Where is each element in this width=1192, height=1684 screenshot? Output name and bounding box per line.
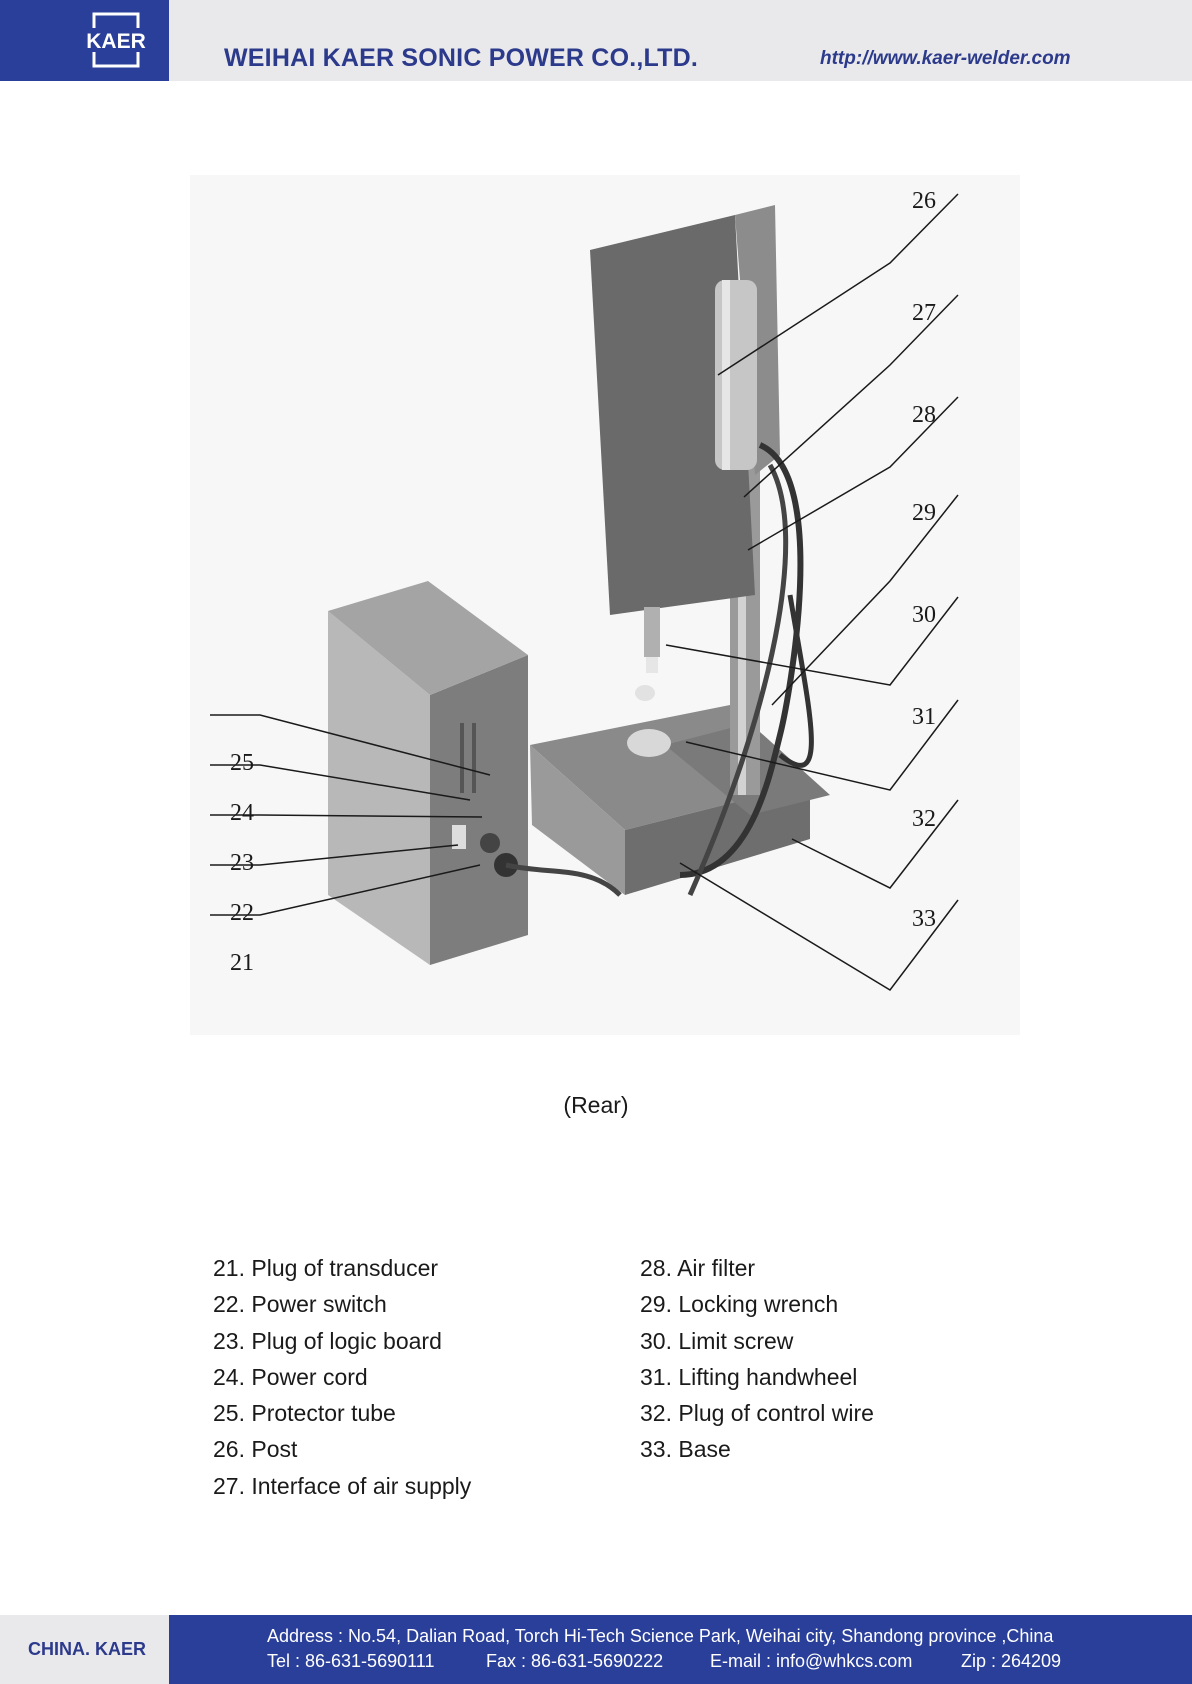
list-item: 31. Lifting handwheel <box>640 1363 858 1390</box>
footer-address: Address : No.54, Dalian Road, Torch Hi-T… <box>267 1626 1054 1646</box>
callout-25: 25 <box>230 750 254 776</box>
website-url: http://www.kaer-welder.com <box>820 48 1071 69</box>
svg-text:KAER: KAER <box>86 30 146 53</box>
list-item: 25. Protector tube <box>213 1400 396 1427</box>
list-item: 27. Interface of air supply <box>213 1472 472 1499</box>
list-item: 32. Plug of control wire <box>640 1400 874 1427</box>
callout-24: 24 <box>230 800 254 826</box>
callout-23: 23 <box>230 850 254 876</box>
page-header: KAER WEIHAI KAER SONIC POWER CO.,LTD. ht… <box>0 0 1192 81</box>
callout-22: 22 <box>230 900 254 926</box>
figure-caption: (Rear) <box>563 1092 629 1118</box>
footer-brand: CHINA. KAER <box>28 1639 147 1659</box>
callout-29: 29 <box>912 500 936 526</box>
callout-28: 28 <box>912 402 936 428</box>
list-item: 26. Post <box>213 1436 298 1463</box>
company-logo: KAER <box>0 0 169 81</box>
callout-30: 30 <box>912 602 936 628</box>
list-item: 28. Air filter <box>640 1255 756 1281</box>
list-item: 33. Base <box>640 1436 731 1463</box>
list-item: 21. Plug of transducer <box>213 1255 439 1281</box>
footer-tel: Tel : 86-631-5690111 <box>267 1651 435 1671</box>
footer-brand-box: CHINA. KAER <box>0 1615 169 1684</box>
parts-list-left: 21. Plug of transducer 22. Power switch … <box>213 1250 471 1504</box>
footer-fax: Fax : 86-631-5690222 <box>486 1651 664 1671</box>
page-footer: CHINA. KAER Address : No.54, Dalian Road… <box>0 1615 1192 1684</box>
footer-zip: Zip : 264209 <box>961 1651 1062 1671</box>
list-item: 24. Power cord <box>213 1363 368 1390</box>
list-item: 30. Limit screw <box>640 1327 794 1354</box>
company-name: WEIHAI KAER SONIC POWER CO.,LTD. <box>224 44 698 72</box>
parts-list-right: 28. Air filter 29. Locking wrench 30. Li… <box>640 1250 874 1468</box>
callout-31: 31 <box>912 704 936 730</box>
list-item: 22. Power switch <box>213 1291 387 1318</box>
callout-21: 21 <box>230 950 254 976</box>
machine-photo: 25 24 23 22 21 26 27 28 29 30 31 32 33 <box>190 175 1020 1035</box>
list-item: 23. Plug of logic board <box>213 1327 442 1354</box>
list-item: 29. Locking wrench <box>640 1291 839 1318</box>
callout-26: 26 <box>912 188 936 214</box>
footer-email: E-mail : info@whkcs.com <box>710 1651 913 1671</box>
kaer-logo-icon: KAER <box>80 12 152 68</box>
callout-27: 27 <box>912 300 936 326</box>
welder-illustration: 25 24 23 22 21 26 27 28 29 30 31 32 33 <box>190 175 1020 1035</box>
callout-33: 33 <box>912 906 936 932</box>
callout-32: 32 <box>912 806 936 832</box>
